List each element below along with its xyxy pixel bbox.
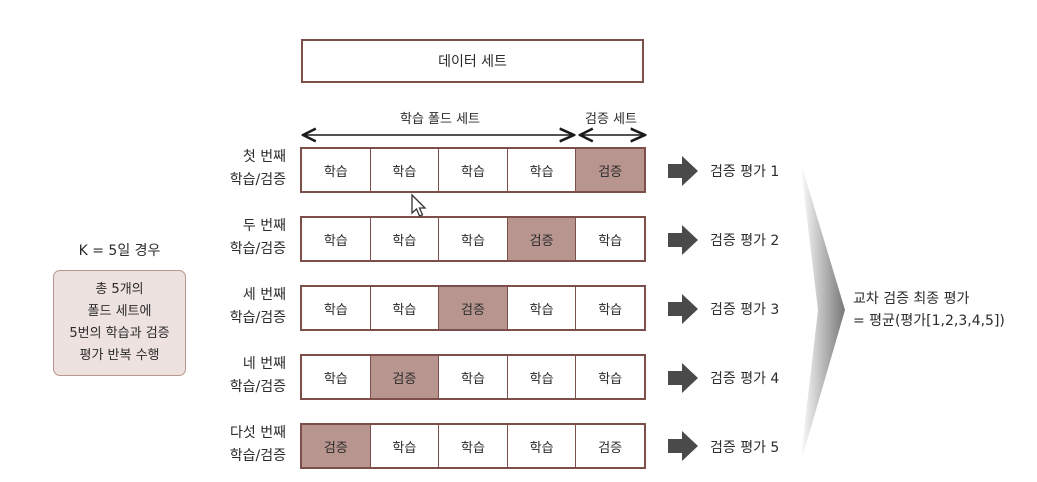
fold-cell: 학습 — [576, 287, 644, 329]
row-label-line-2: 학습/검증 — [229, 172, 286, 188]
fold-cell: 학습 — [370, 149, 440, 191]
mouse-cursor-icon — [411, 193, 427, 217]
fold-cell: 학습 — [302, 218, 371, 260]
row-label-line-2: 학습/검증 — [229, 379, 286, 395]
fold-cell: 학습 — [302, 149, 371, 191]
validation-fold-cell: 검증 — [576, 149, 644, 191]
fold-cell: 학습 — [302, 356, 371, 398]
row-label-line-1: 세 번째 — [242, 287, 286, 303]
fold-cell: 학습 — [370, 218, 440, 260]
fold-cell: 학습 — [370, 425, 440, 467]
final-evaluation: 교차 검증 최종 평가 = 평균(평가[1,2,3,4,5]) — [853, 288, 1005, 332]
fold-cell: 학습 — [507, 356, 577, 398]
row-label-line-1: 다섯 번째 — [230, 425, 286, 441]
result-label-2: 검증 평가 2 — [710, 233, 780, 249]
validation-fold-cell: 검증 — [439, 287, 508, 329]
row-label-line-2: 학습/검증 — [229, 241, 286, 257]
note-box: 총 5개의 폴드 세트에 5번의 학습과 검증 평가 반복 수행 — [53, 270, 186, 376]
k-label: K = 5일 경우 — [78, 243, 161, 259]
result-arrows — [668, 156, 698, 461]
validation-fold-cell: 검증 — [370, 356, 440, 398]
final-line-1: 교차 검증 최종 평가 — [853, 291, 970, 307]
result-label-5: 검증 평가 5 — [710, 440, 780, 456]
result-label-4: 검증 평가 4 — [710, 371, 780, 387]
fold-cell: 학습 — [576, 356, 644, 398]
row-label-line-2: 학습/검증 — [229, 310, 286, 326]
fold-cell: 학습 — [507, 425, 577, 467]
row-label-line-1: 첫 번째 — [242, 149, 286, 165]
fold-cell: 검증 — [576, 425, 644, 467]
note-line: 총 5개의 — [95, 282, 144, 297]
result-arrow-5 — [668, 431, 698, 461]
row-label-line-1: 네 번째 — [242, 356, 286, 372]
note-line: 평가 반복 수행 — [79, 348, 160, 363]
fold-cell: 학습 — [576, 218, 644, 260]
fold-cell: 학습 — [439, 425, 508, 467]
fold-cell: 학습 — [507, 149, 577, 191]
fold-cell: 학습 — [302, 287, 371, 329]
dataset-box: 데이터 세트 — [301, 39, 644, 83]
note-line: 폴드 세트에 — [87, 304, 152, 319]
result-arrow-2 — [668, 225, 698, 255]
result-label-3: 검증 평가 3 — [710, 302, 780, 318]
fold-cell: 학습 — [507, 287, 577, 329]
result-arrow-1 — [668, 156, 698, 186]
aggregate-funnel — [800, 160, 845, 465]
train-span-label: 학습 폴드 세트 — [399, 112, 481, 127]
dataset-label: 데이터 세트 — [438, 54, 507, 70]
result-arrow-4 — [668, 363, 698, 393]
note-line: 5번의 학습과 검증 — [69, 326, 170, 341]
validation-fold-cell: 검증 — [302, 425, 371, 467]
fold-cell: 학습 — [439, 149, 508, 191]
result-label-1: 검증 평가 1 — [710, 164, 780, 180]
fold-cell: 학습 — [439, 218, 508, 260]
fold-cell: 학습 — [370, 287, 440, 329]
result-arrow-3 — [668, 294, 698, 324]
row-label-line-2: 학습/검증 — [229, 448, 286, 464]
validation-span-label: 검증 세트 — [585, 112, 637, 127]
fold-cell: 학습 — [439, 356, 508, 398]
validation-fold-cell: 검증 — [507, 218, 577, 260]
final-line-2: = 평균(평가[1,2,3,4,5]) — [853, 313, 1005, 329]
row-label-line-1: 두 번째 — [242, 218, 286, 234]
